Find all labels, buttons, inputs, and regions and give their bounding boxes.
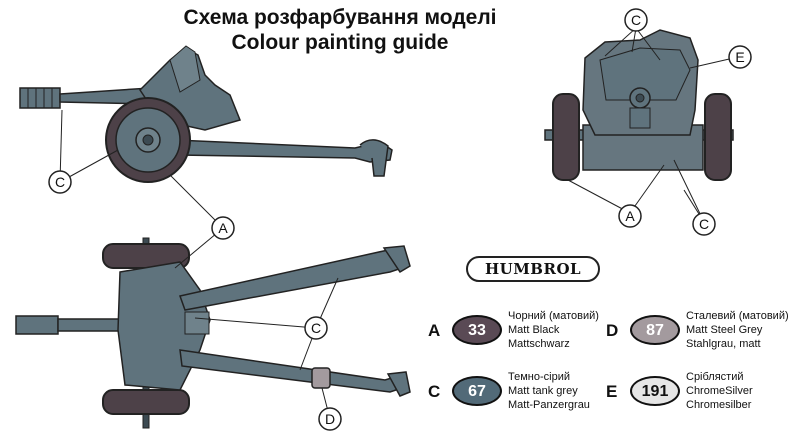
humbrol-logo: HUMBROL xyxy=(466,256,600,282)
paint-names: Темно-сірий Matt tank grey Matt-Panzergr… xyxy=(508,370,590,412)
callout-e-front: E xyxy=(728,45,752,69)
paint-name-de: Chromesilber xyxy=(686,399,752,411)
svg-text:C: C xyxy=(311,320,321,336)
paint-name-de: Matt-Panzergrau xyxy=(508,399,590,411)
callout-c-front-bottom: C xyxy=(692,212,716,236)
paint-names: Сріблястий ChromeSilver Chromesilber xyxy=(686,370,753,412)
paint-name-en: Matt Steel Grey xyxy=(686,324,763,336)
callout-c-front-top: C xyxy=(624,8,648,32)
callout-a-side: A xyxy=(211,216,235,240)
paint-name-de: Mattschwarz xyxy=(508,338,570,350)
callout-d-top: D xyxy=(318,407,342,431)
paint-name-ua: Чорний (матовий) xyxy=(508,310,599,322)
legend-letter: E xyxy=(606,382,618,401)
svg-text:C: C xyxy=(699,216,709,232)
paint-name-en: Matt tank grey xyxy=(508,385,578,397)
callout-a-front: A xyxy=(618,204,642,228)
svg-text:E: E xyxy=(735,49,744,65)
paint-name-en: ChromeSilver xyxy=(686,385,753,397)
paint-name-de: Stahlgrau, matt xyxy=(686,338,761,350)
paint-names: Чорний (матовий) Matt Black Mattschwarz xyxy=(508,309,599,351)
svg-text:A: A xyxy=(625,208,635,224)
paint-name-ua: Темно-сірий xyxy=(508,371,570,383)
paint-name-en: Matt Black xyxy=(508,324,560,336)
side-view-gun xyxy=(19,45,393,229)
paint-names: Сталевий (матовий) Matt Steel Grey Stahl… xyxy=(686,309,789,351)
top-view-gun xyxy=(15,227,411,429)
legend-letter: A xyxy=(428,321,441,340)
legend-letter: D xyxy=(606,321,619,340)
paint-name-ua: Сталевий (матовий) xyxy=(686,310,789,322)
paint-name-ua: Сріблястий xyxy=(686,371,744,383)
paint-chip-33: 33 xyxy=(452,315,502,345)
svg-text:D: D xyxy=(325,411,335,427)
front-view-gun xyxy=(544,27,739,223)
callout-c-top: C xyxy=(304,316,328,340)
callout-c-side: C xyxy=(48,170,72,194)
svg-text:C: C xyxy=(631,12,641,28)
paint-chip-87: 87 xyxy=(630,315,680,345)
title-ukrainian: Схема розфарбування моделі xyxy=(183,6,497,29)
svg-text:C: C xyxy=(55,174,65,190)
svg-text:A: A xyxy=(218,220,228,236)
legend-letter: C xyxy=(428,382,441,401)
title-english: Colour painting guide xyxy=(231,31,449,54)
paint-chip-67: 67 xyxy=(452,376,502,406)
paint-chip-191: 191 xyxy=(630,376,680,406)
